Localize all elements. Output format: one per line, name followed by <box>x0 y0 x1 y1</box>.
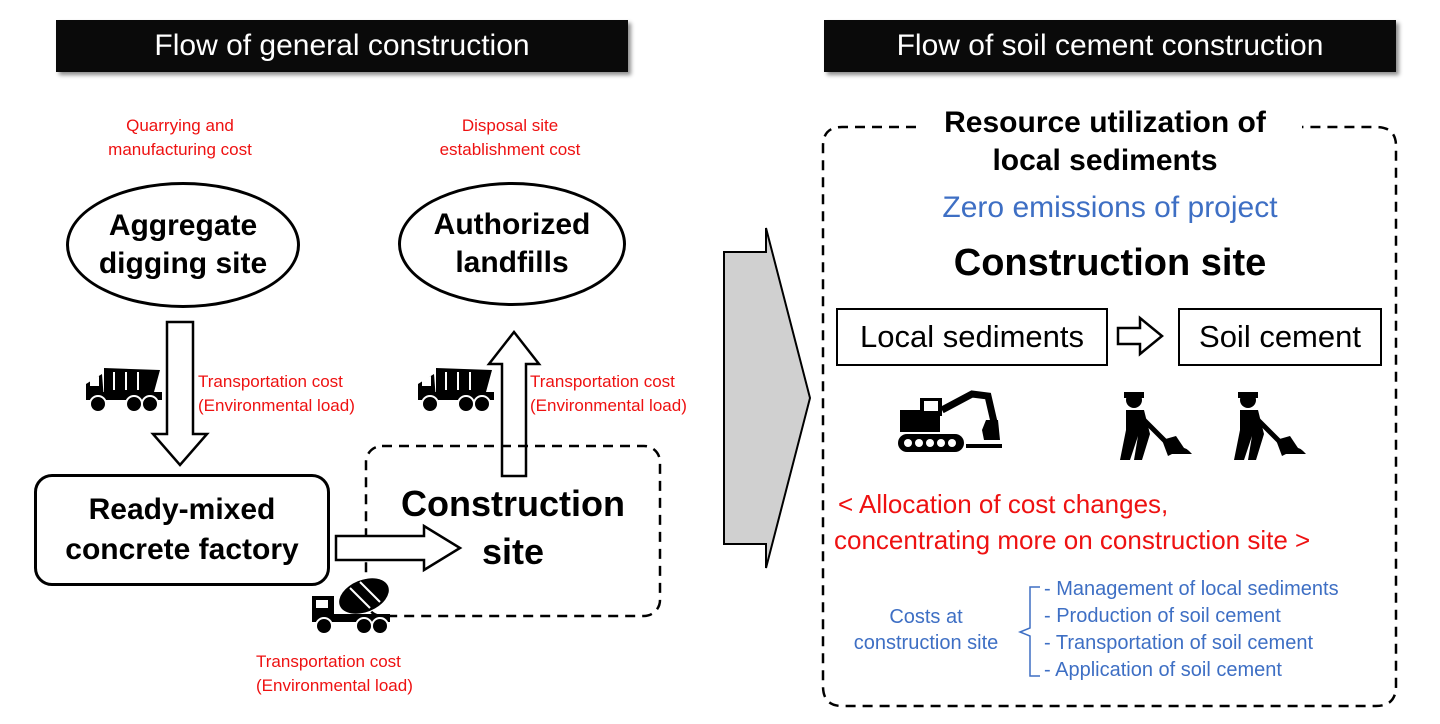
quarry-cost-label: Quarrying and manufacturing cost <box>90 114 270 162</box>
costs-label-line-2: construction site <box>853 632 999 654</box>
cost-items-list: - Management of local sediments - Produc… <box>1044 576 1384 684</box>
dump-truck-icon <box>418 368 494 413</box>
local-sediments-label: Local sediments <box>859 319 1084 354</box>
authorized-landfills: Authorized landfills <box>398 182 626 306</box>
down-flow-arrow <box>150 320 210 467</box>
zero-emissions-label: Zero emissions of project <box>942 191 1278 224</box>
mixer-truck-icon <box>312 578 390 635</box>
right-flow-arrow <box>334 523 463 573</box>
up-flow-arrow <box>486 329 542 478</box>
resource-title-line-2: local sediments <box>992 144 1218 177</box>
right-header: Flow of soil cement construction <box>824 20 1396 72</box>
landfills-line-1: Authorized <box>433 208 591 241</box>
excavator-icon <box>898 390 1002 452</box>
costs-bracket <box>1017 586 1040 677</box>
resource-utilization-title: Resource utilization of local sediments <box>900 104 1310 180</box>
ready-mixed-concrete-factory: Ready-mixed concrete factory <box>34 474 330 586</box>
local-sediments-box: Local sediments <box>836 308 1108 366</box>
soil-cement-dashed-box <box>821 125 1398 708</box>
construction-site-label: Construction site <box>378 480 648 576</box>
quarry-cost-line-2: manufacturing cost <box>108 140 252 159</box>
construction-site-dashed-box <box>364 444 662 618</box>
soil-cement-box: Soil cement <box>1178 308 1382 366</box>
factory-line-1: Ready-mixed <box>88 493 276 526</box>
aggregate-digging-site: Aggregate digging site <box>66 182 300 308</box>
construction-site-line-1: Construction <box>401 483 625 524</box>
soil-cement-label: Soil cement <box>1199 319 1361 354</box>
cost-item: - Management of local sediments <box>1044 578 1339 600</box>
construction-site-line-2: site <box>481 531 545 572</box>
cost-item: - Production of soil cement <box>1044 605 1281 627</box>
left-header: Flow of general construction <box>56 20 628 72</box>
costs-label-line-1: Costs at <box>889 606 963 628</box>
transport-cost-label-2: Transportation cost (Environmental load) <box>530 370 730 418</box>
quarry-cost-line-1: Quarrying and <box>126 116 234 135</box>
big-transition-arrow <box>723 227 812 569</box>
aggregate-site-line-1: Aggregate <box>108 209 258 242</box>
sediment-to-cement-arrow <box>1116 315 1164 357</box>
right-header-label: Flow of soil cement construction <box>896 29 1324 62</box>
transport-cost-2-line-2: (Environmental load) <box>530 396 687 415</box>
transport-cost-label-1: Transportation cost (Environmental load) <box>198 370 398 418</box>
transport-cost-3-line-2: (Environmental load) <box>256 676 413 695</box>
transport-cost-2-line-1: Transportation cost <box>530 372 675 391</box>
aggregate-site-line-2: digging site <box>98 247 268 280</box>
worker-shovel-icon <box>1234 392 1306 460</box>
allocation-note: < Allocation of cost changes, concentrat… <box>826 486 1386 558</box>
disposal-cost-label: Disposal site establishment cost <box>418 114 602 162</box>
factory-line-2: concrete factory <box>65 533 299 566</box>
right-construction-site-label: Construction site <box>953 242 1267 284</box>
disposal-cost-line-1: Disposal site <box>461 116 559 135</box>
dump-truck-icon <box>86 368 162 413</box>
cost-item: - Transportation of soil cement <box>1044 632 1314 654</box>
transport-cost-1-line-2: (Environmental load) <box>198 396 355 415</box>
cost-item: - Application of soil cement <box>1044 659 1282 681</box>
transport-cost-1-line-1: Transportation cost <box>198 372 343 391</box>
allocation-line-1: < Allocation of cost changes, <box>838 489 1169 519</box>
resource-title-line-1: Resource utilization of <box>944 106 1266 139</box>
costs-at-site-label: Costs at construction site <box>840 604 1012 656</box>
transport-cost-3-line-1: Transportation cost <box>256 652 401 671</box>
transport-cost-label-3: Transportation cost (Environmental load) <box>256 650 456 698</box>
disposal-cost-line-2: establishment cost <box>439 140 581 159</box>
landfills-line-2: landfills <box>455 246 569 279</box>
left-header-label: Flow of general construction <box>154 29 530 62</box>
worker-shovel-icon <box>1120 392 1192 460</box>
allocation-line-2: concentrating more on construction site … <box>834 525 1311 555</box>
